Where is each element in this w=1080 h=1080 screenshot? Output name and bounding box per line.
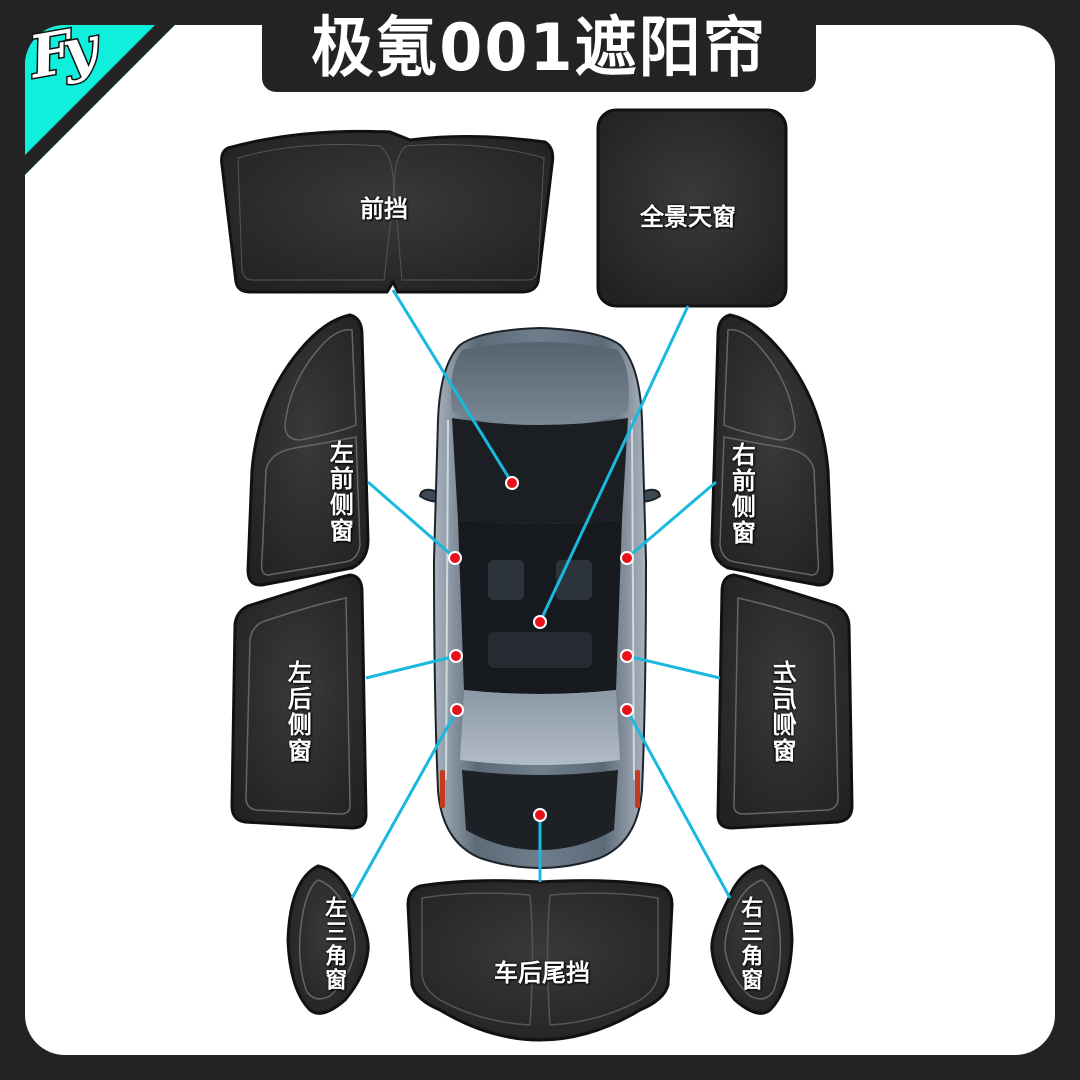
label-left-rear-side: 左后侧窗 <box>283 660 313 764</box>
marker-right-triangle <box>620 703 634 717</box>
label-right-triangle: 右三角窗 <box>737 896 764 992</box>
marker-dots <box>448 476 634 822</box>
label-left-triangle: 左三角窗 <box>321 896 348 992</box>
marker-left-front <box>448 551 462 565</box>
label-right-front-side: 右前侧窗 <box>727 442 757 546</box>
marker-left-rear <box>449 649 463 663</box>
label-right-rear-side: 左后侧窗 <box>772 660 801 764</box>
right-front-side-shade[interactable] <box>710 313 834 587</box>
marker-right-front <box>620 551 634 565</box>
car-top-view <box>418 326 662 870</box>
marker-front <box>505 476 519 490</box>
marker-sunroof <box>533 615 547 629</box>
marker-rear <box>533 808 547 822</box>
marker-right-rear <box>620 649 634 663</box>
brand-corner-badge <box>25 25 175 175</box>
right-rear-side-shade[interactable] <box>716 573 854 830</box>
label-front-windshield: 前挡 <box>360 194 408 223</box>
brand-logo: Fy <box>23 13 96 93</box>
right-triangle-shade[interactable] <box>710 864 794 1015</box>
front-windshield-shade[interactable] <box>220 129 555 294</box>
label-left-front-side: 左前侧窗 <box>325 440 355 544</box>
label-rear-window: 车后尾挡 <box>494 958 590 987</box>
marker-left-triangle <box>450 703 464 717</box>
sunroof-shade[interactable] <box>596 108 788 308</box>
label-sunroof: 全景天窗 <box>640 202 736 231</box>
left-triangle-shade[interactable] <box>286 864 370 1015</box>
left-rear-side-shade[interactable] <box>230 573 368 830</box>
connector-lines <box>350 289 732 899</box>
page-title: 极氪001遮阳帘 <box>311 9 767 86</box>
left-front-side-shade[interactable] <box>246 313 370 587</box>
rear-window-shade[interactable] <box>406 879 674 1042</box>
page-title-tab: 极氪001遮阳帘 <box>262 0 816 92</box>
